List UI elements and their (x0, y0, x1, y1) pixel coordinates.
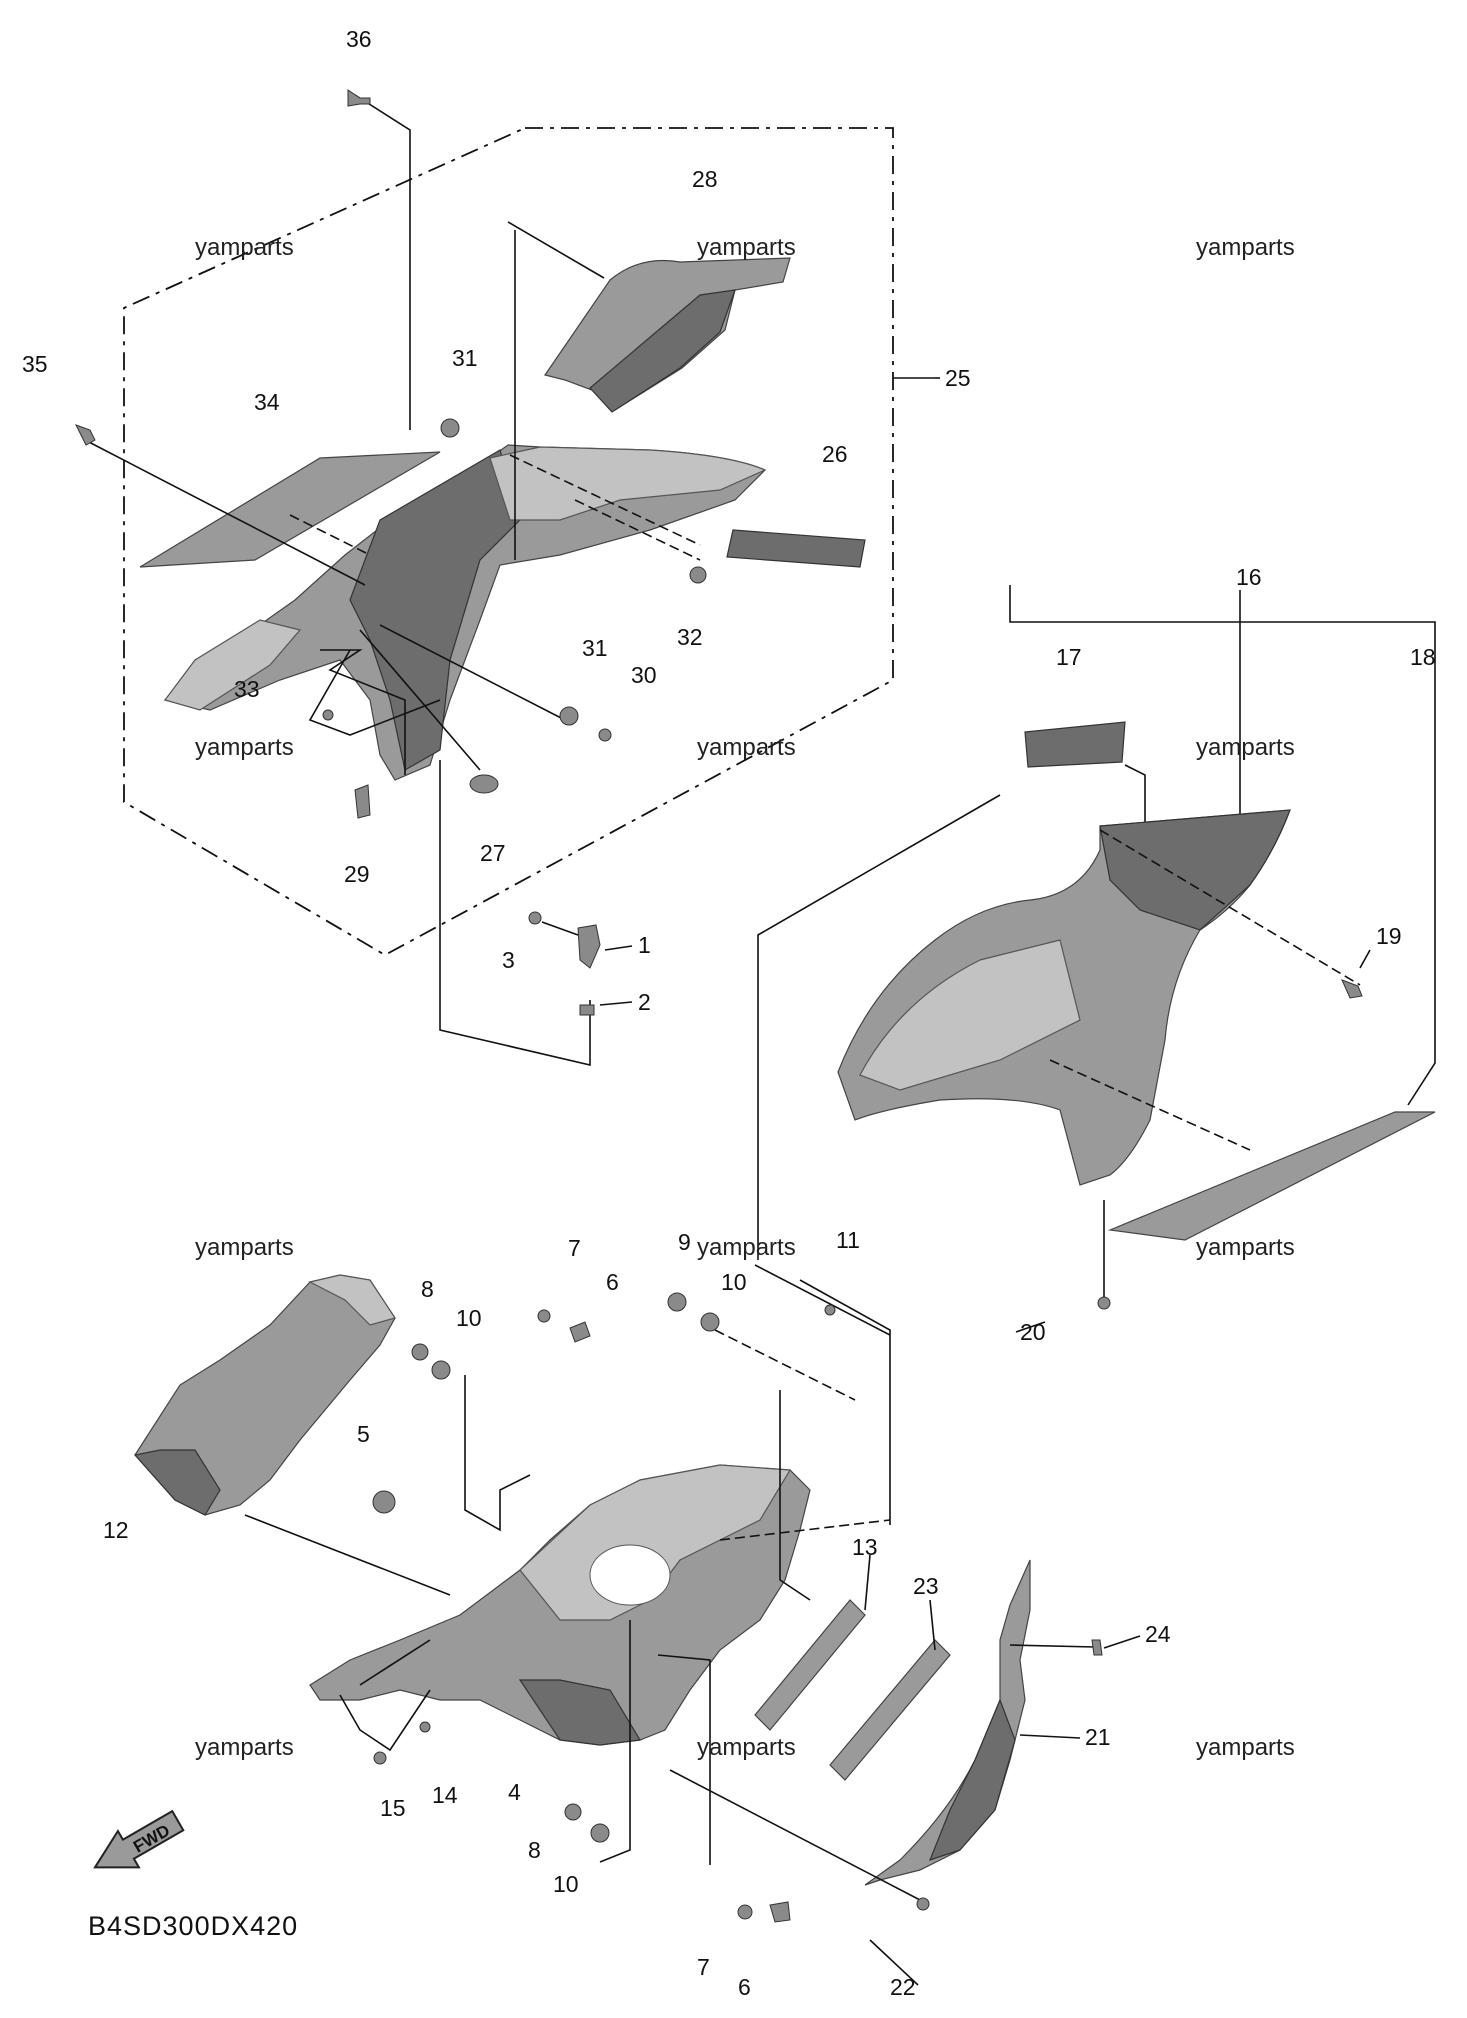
callout-11: 11 (836, 1227, 860, 1253)
callout-7a: 7 (568, 1235, 581, 1261)
part-14-screw (419, 1721, 431, 1733)
callout-5: 5 (357, 1421, 370, 1447)
callout-8a: 8 (421, 1276, 434, 1302)
callout-12: 12 (103, 1517, 129, 1543)
part-17 (1024, 721, 1126, 768)
callout-9: 9 (678, 1229, 691, 1255)
callout-10c: 10 (553, 1871, 579, 1897)
callout-10b: 10 (721, 1269, 747, 1295)
part-18-sticker (1107, 1111, 1436, 1241)
part-5-nut (372, 1490, 396, 1514)
watermark-5: yamparts (697, 734, 796, 761)
callout-6b: 6 (738, 1974, 751, 2000)
part-4-inner-panel (309, 1464, 811, 1746)
part-12-duct (133, 1274, 396, 1516)
watermark-11: yamparts (697, 1734, 796, 1761)
part-3-screw (528, 911, 542, 925)
callout-14: 14 (432, 1782, 458, 1808)
part-8-clip-b (564, 1803, 582, 1821)
callout-3: 3 (502, 947, 515, 973)
watermark-7: yamparts (195, 1234, 294, 1261)
part-6-screw-a (569, 1321, 591, 1343)
callout-10a: 10 (456, 1305, 482, 1331)
watermark-12: yamparts (1196, 1734, 1295, 1761)
callout-36: 36 (346, 26, 372, 52)
part-21-lower-cowl (864, 1559, 1031, 1886)
part-19-bolt (1341, 979, 1363, 999)
callout-28: 28 (692, 166, 718, 192)
part-36-bolt (347, 89, 371, 107)
part-29-plate (354, 784, 371, 819)
callout-25: 25 (945, 365, 971, 391)
callout-35: 35 (22, 351, 48, 377)
watermark-9: yamparts (1196, 1234, 1295, 1261)
part-28 (544, 257, 791, 413)
callout-7b: 7 (697, 1954, 710, 1980)
part-15-clip (373, 1751, 387, 1765)
watermark-3: yamparts (1196, 234, 1295, 261)
callout-1: 1 (638, 932, 651, 958)
callout-2: 2 (638, 989, 651, 1015)
callout-6a: 6 (606, 1269, 619, 1295)
part-24-screw (1091, 1639, 1103, 1656)
part-20-clip (1097, 1296, 1111, 1310)
callout-26: 26 (822, 441, 848, 467)
upper-cowl (163, 444, 767, 781)
watermark-1: yamparts (195, 234, 294, 261)
diagram-code: B4SD300DX420 (88, 1911, 298, 1941)
part-26 (726, 529, 866, 568)
part-31-nut-b (559, 706, 579, 726)
callout-29: 29 (344, 861, 370, 887)
callout-31b: 31 (582, 635, 608, 661)
callout-34: 34 (254, 389, 280, 415)
part-8-clip-a (411, 1343, 429, 1361)
part-6-screw-b (769, 1901, 791, 1923)
watermark-2: yamparts (697, 234, 796, 261)
part-10-nut-a (431, 1360, 451, 1380)
part-23 (829, 1639, 951, 1781)
part-1-bracket (577, 924, 601, 969)
callout-33: 33 (234, 676, 260, 702)
watermark-6: yamparts (1196, 734, 1295, 761)
callout-13: 13 (852, 1534, 878, 1560)
callout-17: 17 (1056, 644, 1082, 670)
watermark-8: yamparts (697, 1234, 796, 1261)
callout-21: 21 (1085, 1724, 1111, 1750)
part-27-grommet (469, 774, 499, 794)
callout-8b: 8 (528, 1837, 541, 1863)
part-7-washer-b (737, 1904, 753, 1920)
assembly-25-boundary (123, 127, 894, 957)
part-22-screw (916, 1897, 930, 1911)
part-32-clip (689, 566, 707, 584)
part-13 (754, 1599, 866, 1731)
callout-16: 16 (1236, 564, 1262, 590)
callout-27: 27 (480, 840, 506, 866)
fwd-arrow-icon: FWD (93, 1809, 185, 1869)
callout-15: 15 (380, 1795, 406, 1821)
part-10-nut-c (590, 1823, 610, 1843)
part-7-washer-a (537, 1309, 551, 1323)
callout-4: 4 (508, 1779, 521, 1805)
callout-24: 24 (1145, 1621, 1171, 1647)
part-30-screw (598, 728, 612, 742)
part-9-clip (667, 1292, 687, 1312)
part-33-screw (322, 709, 334, 721)
callout-23: 23 (913, 1573, 939, 1599)
callout-32: 32 (677, 624, 703, 650)
callout-19: 19 (1376, 923, 1402, 949)
part-10-nut-b (700, 1312, 720, 1332)
part-16-side-cowl (837, 809, 1291, 1186)
watermark-10: yamparts (195, 1734, 294, 1761)
callout-18: 18 (1410, 644, 1436, 670)
part-34 (139, 451, 441, 568)
part-35-bolt (74, 424, 96, 446)
callout-31a: 31 (452, 345, 478, 371)
callout-22: 22 (890, 1974, 916, 2000)
watermark-4: yamparts (195, 734, 294, 761)
part-11-screw (824, 1304, 836, 1316)
part-2-clip (579, 1004, 595, 1016)
callout-30: 30 (631, 662, 657, 688)
part-31-nut (440, 418, 460, 438)
